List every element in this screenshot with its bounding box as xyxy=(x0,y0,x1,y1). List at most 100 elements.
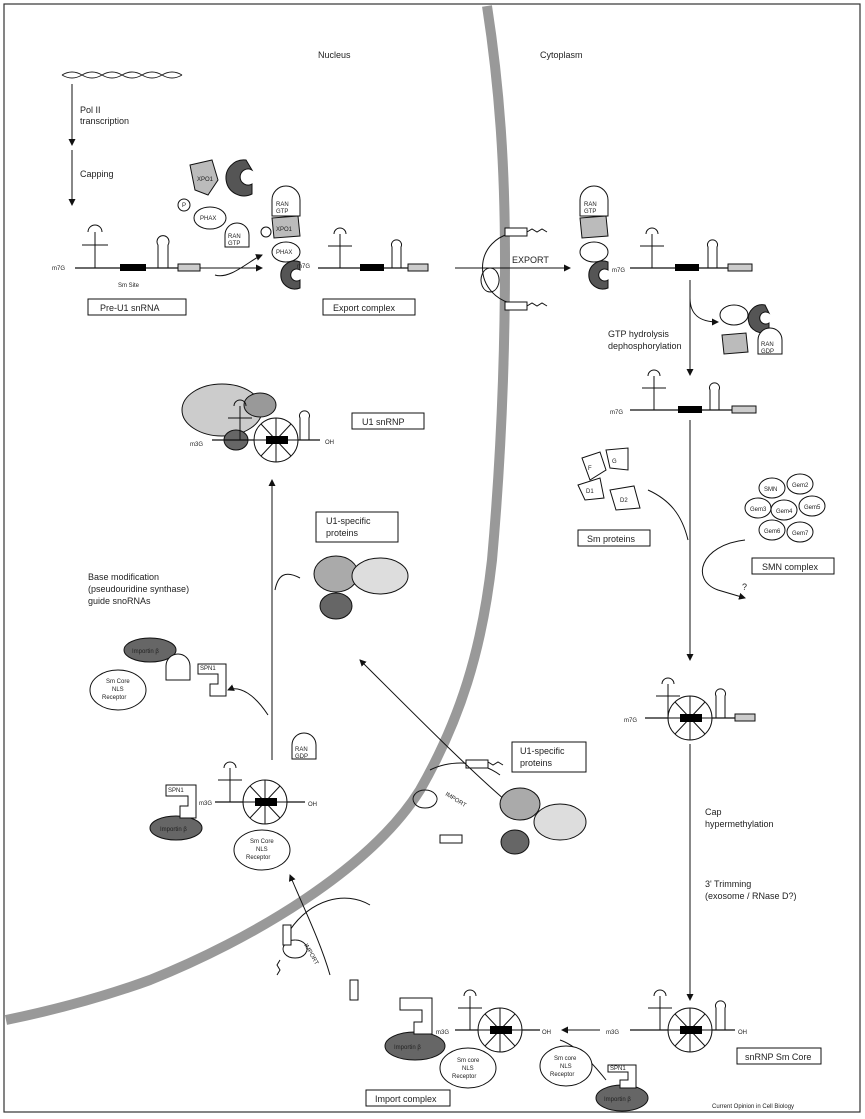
trimming-label: 3' Trimming xyxy=(705,879,751,889)
base-mod-arrow xyxy=(274,573,301,591)
export-pore xyxy=(480,227,548,311)
release-receptor-arrow xyxy=(227,684,269,716)
sm-receptor-free-1: Sm core xyxy=(554,1056,577,1062)
importin-label-import: Importin β xyxy=(394,1045,421,1051)
export-complex: RAN GTP XPO1 PHAX m7G xyxy=(260,185,429,290)
base-mod-label-2: (pseudouridine synthase) xyxy=(88,584,189,594)
xpo1-label-2: XPO1 xyxy=(276,227,293,233)
m7g-core-label: m7G xyxy=(624,718,637,724)
sm-g-label: G xyxy=(612,459,617,465)
cyto-snrna: m7G xyxy=(610,369,757,416)
oh-u1-label: OH xyxy=(325,440,334,446)
gdp-label: GDP xyxy=(761,349,774,355)
ran-gdp-nuc-label-1: RAN xyxy=(295,747,308,753)
u1-snrnp-box xyxy=(351,412,425,430)
gem5-label: Gem5 xyxy=(804,505,821,511)
u1-specific-box-2 xyxy=(511,741,587,773)
cytoplasm-label: Cytoplasm xyxy=(540,50,583,60)
sm-site-label: Sm Site xyxy=(118,283,140,289)
sm-proteins-box xyxy=(577,529,651,547)
smn-complex-box xyxy=(751,557,835,575)
m3g-nuc-label: m3G xyxy=(199,801,212,807)
sm-receptor-nuc-2: NLS xyxy=(256,847,268,853)
cytoplasm-export-complex: RAN GTP m7G xyxy=(579,185,753,290)
release-arrow xyxy=(689,297,719,326)
ran-label: RAN xyxy=(228,234,241,240)
ran-gdp-label: RAN xyxy=(761,342,774,348)
u1-protein-c xyxy=(319,592,353,620)
u1-protein-b xyxy=(351,557,409,595)
u1-snrnp: m3G OH xyxy=(181,383,334,463)
import-complex-box xyxy=(365,1089,451,1107)
sm-receptor-rel-1: Sm Core xyxy=(106,679,130,685)
sm-receptor-free-2: NLS xyxy=(560,1064,572,1070)
u1-specific-label-2b: proteins xyxy=(520,758,553,768)
gem3-label: Gem3 xyxy=(750,507,767,513)
sm-receptor-rel-2: NLS xyxy=(112,687,124,693)
gem4-label: Gem4 xyxy=(776,509,793,515)
gtp-label-3: GTP xyxy=(584,209,596,215)
gem6-label: Gem6 xyxy=(764,529,781,535)
sm-to-assembly-arrow xyxy=(647,489,689,541)
dna-helix xyxy=(61,71,183,79)
importin-label-free: Importin β xyxy=(604,1097,631,1103)
sm-receptor-import-1: Sm core xyxy=(457,1058,480,1064)
sm-receptor-rel-3: Receptor xyxy=(102,695,126,701)
gtp-label-2: GTP xyxy=(276,209,288,215)
m3g-u1-label: m3G xyxy=(190,442,203,448)
m3g-core-label: m3G xyxy=(606,1030,619,1036)
import-pore-middle xyxy=(412,759,504,844)
phax-label-2: PHAX xyxy=(276,250,292,256)
u1-specific-label-1a: U1-specific xyxy=(326,516,371,526)
sm-d1-label: D1 xyxy=(586,489,594,495)
ran-label-2: RAN xyxy=(276,202,289,208)
cyto-sm-core: m7G xyxy=(624,677,756,741)
exosome-label: (exosome / RNase D?) xyxy=(705,891,797,901)
pol2-label: Pol II xyxy=(80,105,101,115)
m7g-naked-label: m7G xyxy=(610,410,623,416)
oh-import-label: OH xyxy=(542,1030,551,1036)
u1-protein-d xyxy=(499,787,541,821)
cap-label: Cap xyxy=(705,807,722,817)
ran-gdp-nuc-label-2: GDP xyxy=(295,754,308,760)
oh-core-label: OH xyxy=(738,1030,747,1036)
dephosphorylation-label: dephosphorylation xyxy=(608,341,682,351)
snp1-label-rel: SPN1 xyxy=(200,666,216,672)
import-complex: Importin β m3G OH Sm core NLS Receptor S… xyxy=(384,989,593,1089)
importin-label-rel: Importin β xyxy=(132,649,159,655)
sm-receptor-import-3: Receptor xyxy=(452,1074,476,1080)
transcription-label: transcription xyxy=(80,116,129,126)
sm-receptor-import-2: NLS xyxy=(462,1066,474,1072)
journal-credit: Current Opinion in Cell Biology xyxy=(712,1104,794,1110)
export-label: EXPORT xyxy=(512,255,549,265)
m7g-export-label: m7G xyxy=(297,264,310,270)
question-mark: ? xyxy=(742,582,747,592)
importin-label-nuc: Importin β xyxy=(160,827,187,833)
snp1-label-free: SPN1 xyxy=(610,1066,626,1072)
sm-receptor-nuc-1: Sm Core xyxy=(250,839,274,845)
figure-border xyxy=(3,3,861,1113)
nuclear-import-complex: Importin β SPN1 m3G OH Sm Core NLS Recep… xyxy=(149,761,317,871)
snrnp-sm-core-label: snRNP Sm Core xyxy=(745,1052,811,1062)
snp1-label-nuc: SPN1 xyxy=(168,788,184,794)
m7g-cap-label: m7G xyxy=(52,266,65,272)
m7g-cyto-label: m7G xyxy=(612,268,625,274)
import-complex-label: Import complex xyxy=(375,1094,437,1104)
u1-specific-box-1 xyxy=(315,511,399,543)
xpo1-label: XPO1 xyxy=(197,177,214,183)
u1-snrnp-label: U1 snRNP xyxy=(362,417,405,427)
base-mod-label-1: Base modification xyxy=(88,572,159,582)
snrnp-sm-core-box xyxy=(736,1047,822,1065)
sm-proteins-label: Sm proteins xyxy=(587,534,636,544)
phax-label: PHAX xyxy=(200,216,216,222)
smn-label: SMN xyxy=(764,487,777,493)
u1-specific-label-2a: U1-specific xyxy=(520,746,565,756)
pre-u1-snrna: m7G Sm Site xyxy=(52,224,201,289)
export-complex-box xyxy=(322,298,416,316)
import-label-middle: IMPORT xyxy=(444,792,467,810)
sm-receptor-nuc-3: Receptor xyxy=(246,855,270,861)
pre-u1-box xyxy=(87,298,187,316)
gem7-label: Gem7 xyxy=(792,531,809,537)
free-spn1-importin: Importin β SPN1 xyxy=(595,1064,649,1112)
